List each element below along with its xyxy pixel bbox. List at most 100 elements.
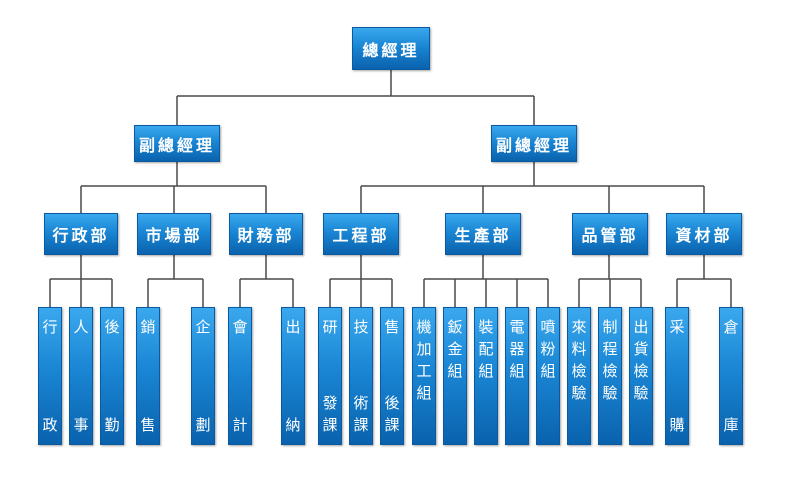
node-unit: 銷 售 (136, 307, 160, 445)
unit-label-char: 來 (571, 318, 587, 336)
unit-label-top: 倉 (723, 316, 738, 338)
unit-label-char: 組 (540, 362, 556, 380)
unit-label-top: 噴粉組 (540, 316, 555, 382)
unit-label-char: 組 (447, 362, 463, 380)
unit-label-bottom: 事 (73, 414, 88, 436)
unit-label-top: 人 (73, 316, 88, 338)
unit-label-bottom: 勤 (104, 414, 119, 436)
unit-label-char: 粉 (540, 340, 556, 358)
node-unit: 行 政 (38, 307, 62, 445)
node-label: 副總經理 (495, 135, 572, 155)
node-unit: 會 計 (228, 307, 252, 445)
unit-label-char: 采 (669, 318, 685, 336)
unit-label-char: 檢 (602, 362, 618, 380)
unit-label-char: 電 (509, 318, 525, 336)
node-label: 資材部 (675, 226, 733, 245)
node-deputy-general-manager: 副總經理 (491, 125, 577, 162)
unit-label-top: 企 (195, 316, 210, 338)
unit-label-char: 器 (509, 340, 525, 358)
unit-label-char: 料 (571, 340, 587, 358)
node-department-finance: 財務部 (229, 213, 303, 255)
unit-label-char: 課 (384, 416, 400, 434)
unit-label-bottom: 購 (669, 414, 684, 436)
unit-label-char: 納 (285, 416, 301, 434)
unit-label-char: 技 (353, 318, 369, 336)
node-unit: 制程檢驗 (598, 307, 622, 445)
node-unit: 後 勤 (100, 307, 124, 445)
unit-label-char: 企 (195, 318, 211, 336)
unit-label-char: 後 (104, 318, 120, 336)
unit-label-char: 銷 (140, 318, 156, 336)
unit-label-top: 售 (384, 316, 399, 338)
node-department-materials: 資材部 (666, 213, 742, 255)
node-unit: 研 發課 (318, 307, 342, 445)
node-label: 市場部 (145, 226, 203, 245)
unit-label-top: 機加工組 (416, 316, 431, 404)
node-unit: 售 後課 (380, 307, 404, 445)
unit-label-char: 驗 (633, 384, 649, 402)
unit-label-char: 人 (73, 318, 89, 336)
node-label: 財務部 (237, 226, 295, 245)
node-department-admin: 行政部 (44, 213, 118, 255)
node-label: 副總經理 (138, 135, 215, 155)
node-label: 品管部 (581, 226, 639, 245)
unit-label-top: 出 (285, 316, 300, 338)
node-label: 行政部 (52, 226, 110, 245)
node-unit: 人 事 (69, 307, 93, 445)
node-unit: 出 納 (281, 307, 305, 445)
node-unit: 采 購 (665, 307, 689, 445)
unit-label-char: 發 (322, 394, 338, 412)
unit-label-char: 會 (232, 318, 248, 336)
node-unit: 企 劃 (191, 307, 215, 445)
unit-label-char: 政 (42, 416, 58, 434)
unit-label-char: 工 (416, 362, 432, 380)
unit-label-top: 出貨檢驗 (633, 316, 648, 404)
unit-label-bottom: 納 (285, 414, 300, 436)
unit-label-top: 制程檢驗 (602, 316, 617, 404)
unit-label-bottom: 後課 (384, 392, 399, 436)
unit-label-char: 加 (416, 340, 432, 358)
unit-label-char: 程 (602, 340, 618, 358)
unit-label-char: 後 (384, 394, 400, 412)
unit-label-char: 裝 (478, 318, 494, 336)
node-department-production: 生產部 (445, 213, 521, 255)
unit-label-char: 研 (322, 318, 338, 336)
node-label: 生產部 (454, 226, 512, 245)
node-department-marketing: 市場部 (137, 213, 211, 255)
unit-label-bottom: 售 (140, 414, 155, 436)
unit-label-top: 行 (42, 316, 57, 338)
unit-label-bottom: 劃 (195, 414, 210, 436)
node-unit: 機加工組 (412, 307, 436, 445)
unit-label-char: 庫 (723, 416, 739, 434)
node-unit: 裝配組 (474, 307, 498, 445)
unit-label-char: 驗 (571, 384, 587, 402)
node-department-engineering: 工程部 (323, 213, 399, 255)
unit-label-top: 鈑金組 (447, 316, 462, 382)
unit-label-char: 組 (416, 384, 432, 402)
unit-label-top: 後 (104, 316, 119, 338)
unit-label-char: 課 (353, 416, 369, 434)
node-unit: 鈑金組 (443, 307, 467, 445)
node-unit: 技 術課 (349, 307, 373, 445)
unit-label-top: 電器組 (509, 316, 524, 382)
unit-label-char: 行 (42, 318, 58, 336)
unit-label-top: 采 (669, 316, 684, 338)
node-unit: 噴粉組 (536, 307, 560, 445)
unit-label-bottom: 發課 (322, 392, 337, 436)
unit-label-char: 出 (285, 318, 301, 336)
unit-label-char: 檢 (633, 362, 649, 380)
unit-label-char: 機 (416, 318, 432, 336)
unit-label-char: 勤 (104, 416, 120, 434)
unit-label-char: 配 (478, 340, 494, 358)
unit-label-top: 裝配組 (478, 316, 493, 382)
node-department-quality: 品管部 (572, 213, 648, 255)
unit-label-top: 技 (353, 316, 368, 338)
unit-label-char: 劃 (195, 416, 211, 434)
unit-label-top: 會 (232, 316, 247, 338)
node-unit: 出貨檢驗 (629, 307, 653, 445)
unit-label-top: 銷 (140, 316, 155, 338)
unit-label-char: 噴 (540, 318, 556, 336)
node-deputy-general-manager: 副總經理 (134, 125, 220, 162)
